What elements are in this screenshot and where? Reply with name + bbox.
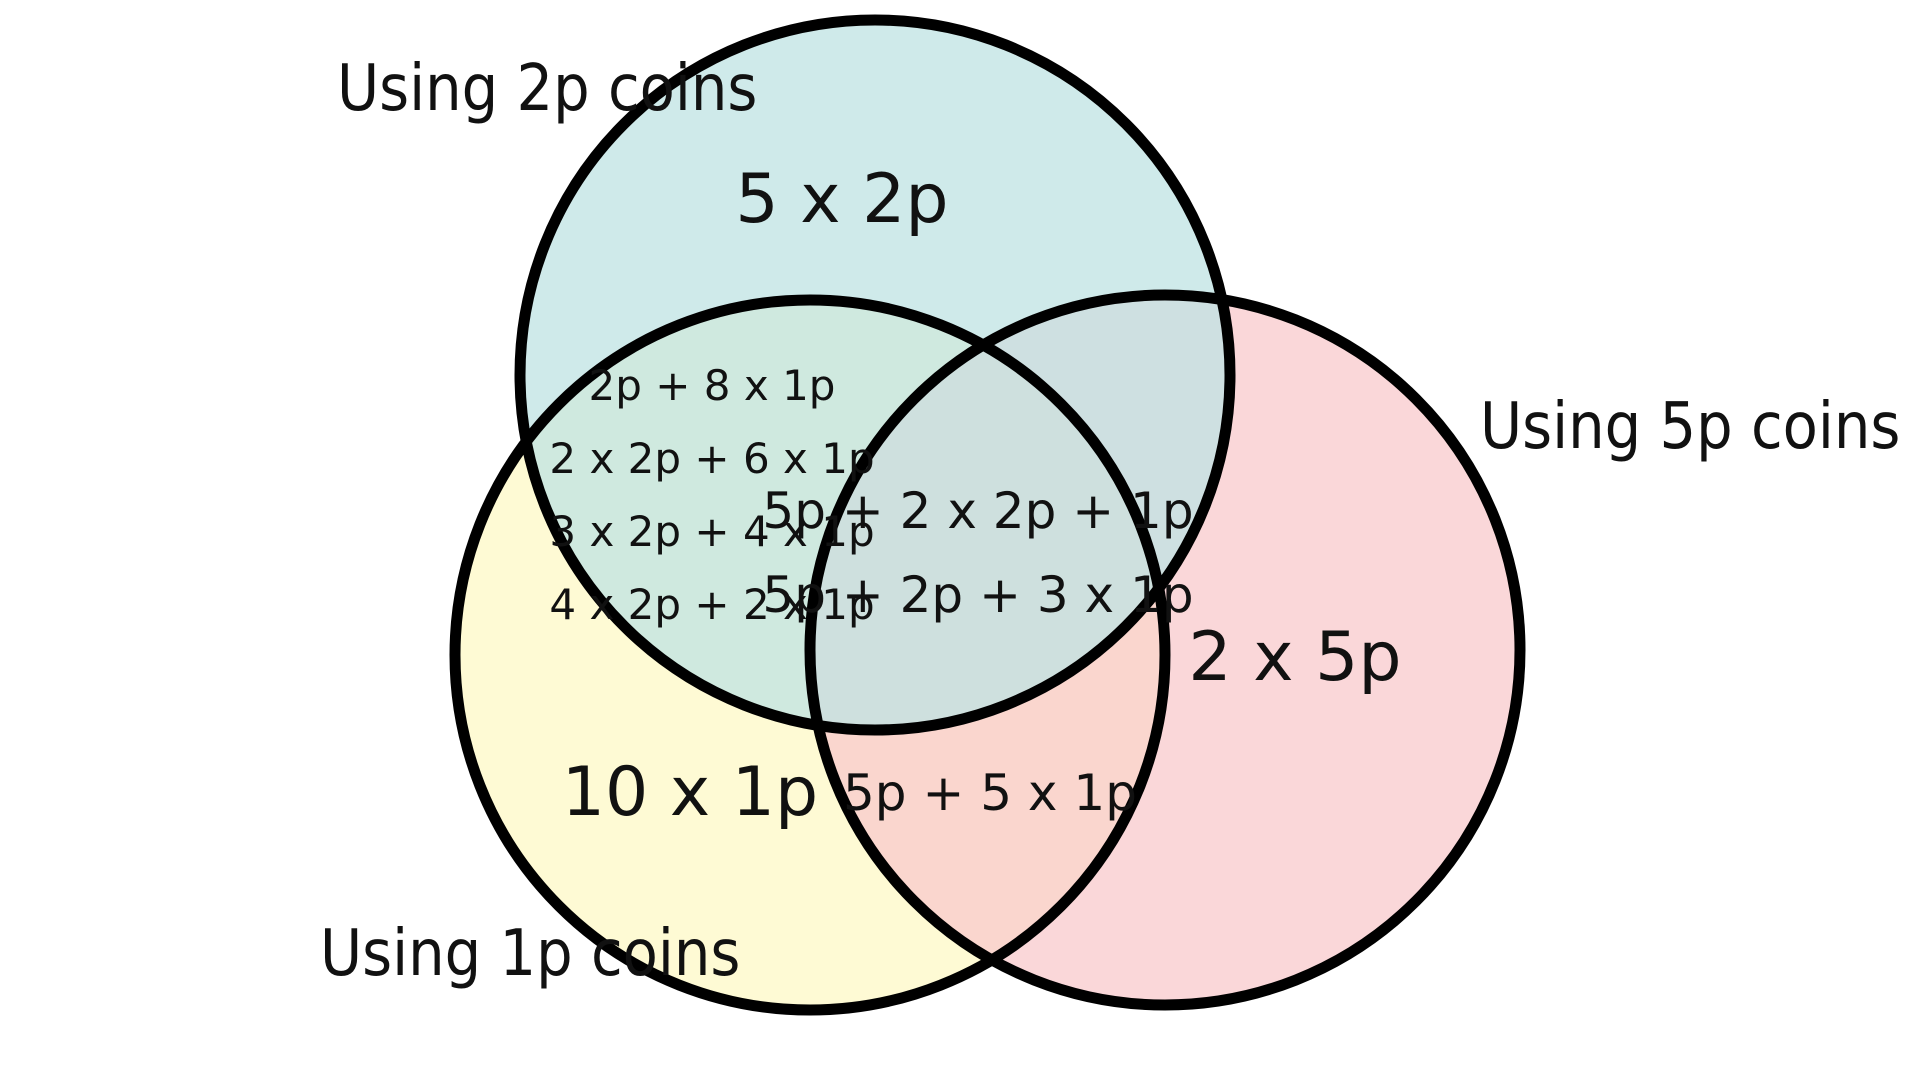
region-only-5p: 2 x 5p xyxy=(1188,618,1401,697)
region-only-1p: 10 x 1p xyxy=(562,753,818,832)
region-all-three-line: 5p + 2p + 3 x 1p xyxy=(762,566,1193,624)
region-only-2p: 5 x 2p xyxy=(735,160,948,239)
region-2p-1p-line: 2 x 2p + 6 x 1p xyxy=(549,434,874,483)
region-2p-1p-line: 2p + 8 x 1p xyxy=(589,361,836,410)
region-1p-and-5p: 5p + 5 x 1p xyxy=(843,764,1137,822)
region-2p-1p-line: 4 x 2p + 2 x 1p xyxy=(549,580,874,629)
region-all-three: 5p + 2 x 2p + 1p 5p + 2p + 3 x 1p xyxy=(762,482,1193,624)
region-2p-1p-line: 3 x 2p + 4 x 1p xyxy=(549,507,874,556)
region-all-three-line: 5p + 2 x 2p + 1p xyxy=(762,482,1193,540)
set-label-2p: Using 2p coins xyxy=(337,52,757,126)
outline-2p-coins xyxy=(514,14,1236,736)
set-label-1p: Using 1p coins xyxy=(320,917,740,991)
region-2p-and-1p: 2p + 8 x 1p 2 x 2p + 6 x 1p 3 x 2p + 4 x… xyxy=(549,361,874,629)
set-label-5p: Using 5p coins xyxy=(1480,390,1900,464)
outline-5p-coins xyxy=(804,289,1526,1011)
circle-outlines xyxy=(449,14,1526,1016)
outline-1p-coins xyxy=(449,294,1171,1016)
circle-2p-coins xyxy=(520,20,1230,730)
